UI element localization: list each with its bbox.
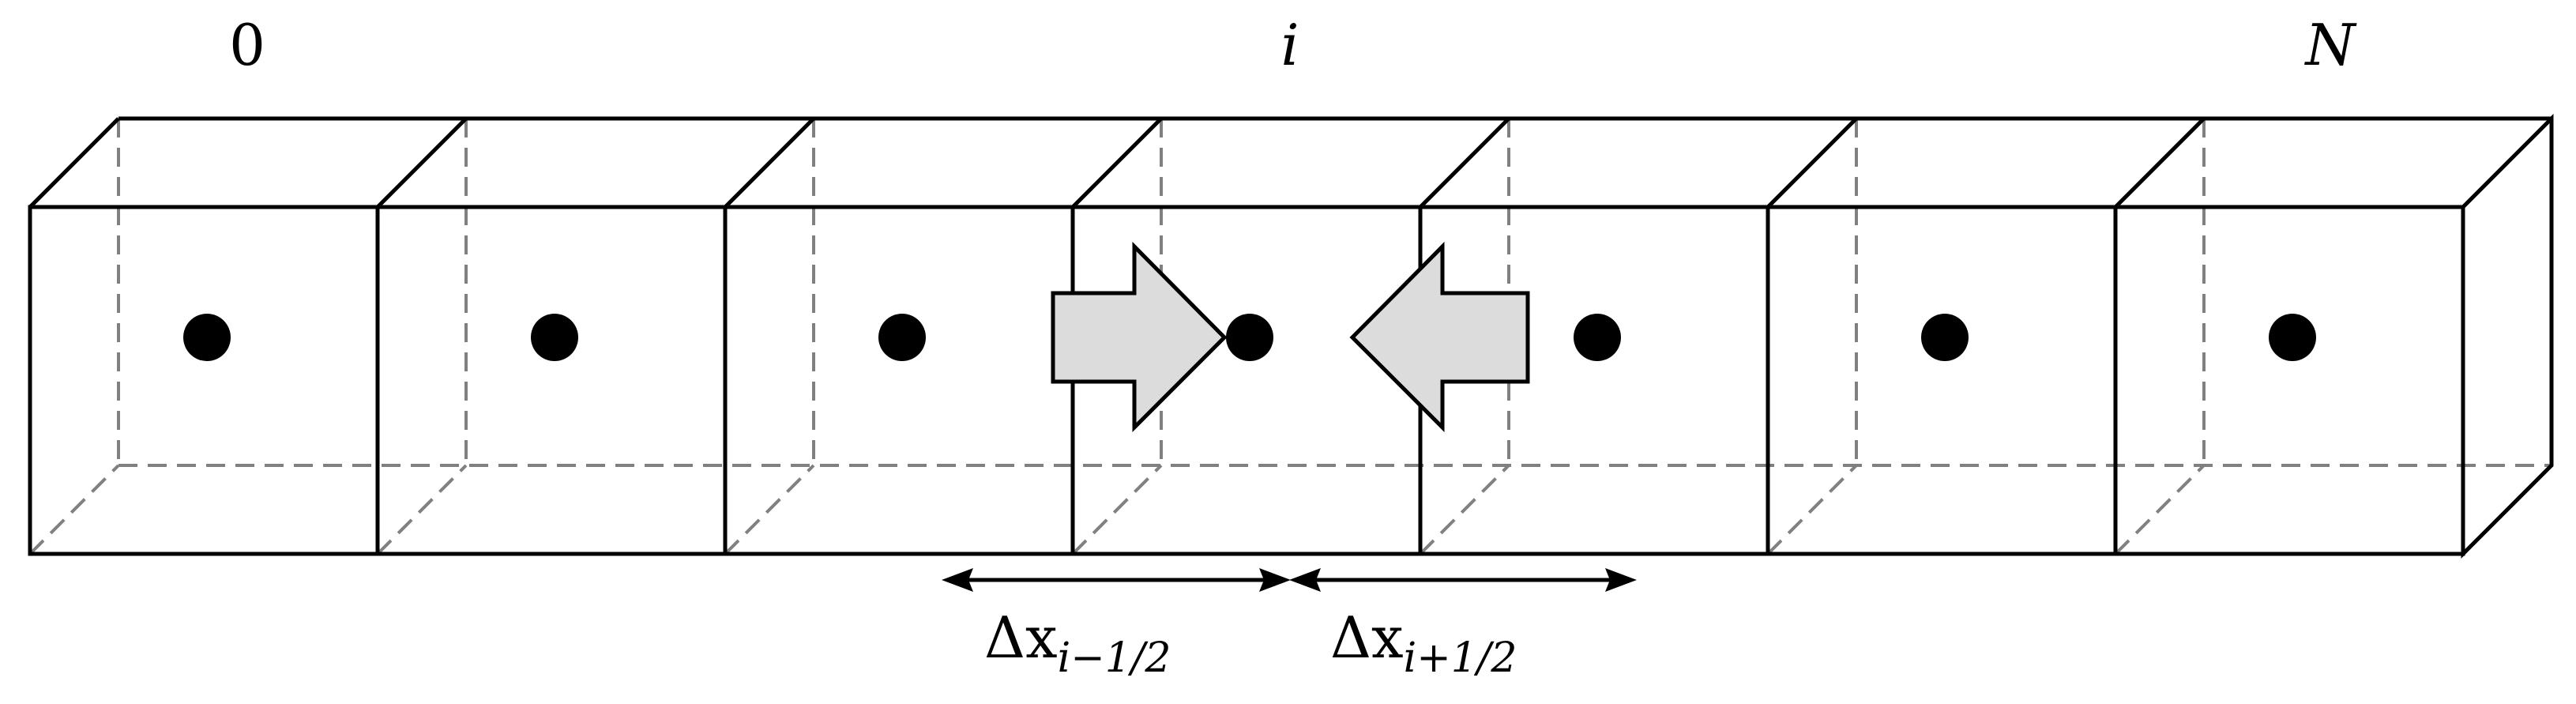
spacing-dimensions (942, 568, 1637, 592)
cell-top-diagonal (1766, 117, 1858, 209)
hidden-edges (28, 119, 2552, 555)
hidden-edge (724, 464, 815, 555)
spacing-label-left-symbol: Δx (984, 604, 1058, 671)
cell-center-node (1226, 314, 1273, 361)
hidden-edge (1766, 464, 1858, 555)
dimension-arrowhead (1259, 568, 1291, 592)
cell-center-node (878, 314, 926, 361)
hidden-edge (376, 464, 468, 555)
spacing-label-left: Δxi−1/2 (984, 604, 1171, 682)
cell-center-node (183, 314, 231, 361)
label-middle-cell: i (1280, 12, 1299, 78)
spacing-label-right-subscript: i+1/2 (1404, 634, 1517, 682)
spacing-label-right: Δxi+1/2 (1330, 604, 1517, 682)
cell-row (28, 113, 2554, 559)
right-face (2461, 113, 2554, 559)
cell-center-node (531, 314, 578, 361)
label-last-cell: N (2304, 12, 2358, 78)
flux-arrows (1051, 241, 1530, 433)
cell-top-diagonal (2114, 117, 2206, 209)
spacing-label-right-symbol: Δx (1330, 604, 1404, 671)
cell-center-node (2269, 314, 2316, 361)
cell-top-diagonal (724, 117, 815, 209)
hidden-edge (1071, 464, 1163, 555)
cell-top-diagonal (1071, 117, 1163, 209)
label-first-cell: 0 (229, 12, 265, 78)
flux-arrow-left (1349, 241, 1530, 433)
flux-arrow-right (1051, 241, 1228, 433)
cell-top-diagonal (376, 117, 468, 209)
dimension-arrowhead (1289, 568, 1321, 592)
hidden-edge (1419, 464, 1510, 555)
hidden-edge (2114, 464, 2206, 555)
cell-top-diagonal (1419, 117, 1510, 209)
spacing-label-left-subscript: i−1/2 (1058, 634, 1171, 682)
dimension-arrowhead (942, 568, 973, 592)
dimension-arrowhead (1605, 568, 1637, 592)
hidden-edge (28, 464, 120, 555)
cell-center-node (1574, 314, 1621, 361)
cell-top-diagonal (28, 117, 120, 209)
cell-center-node (1921, 314, 1969, 361)
cell-centers (183, 314, 2316, 361)
